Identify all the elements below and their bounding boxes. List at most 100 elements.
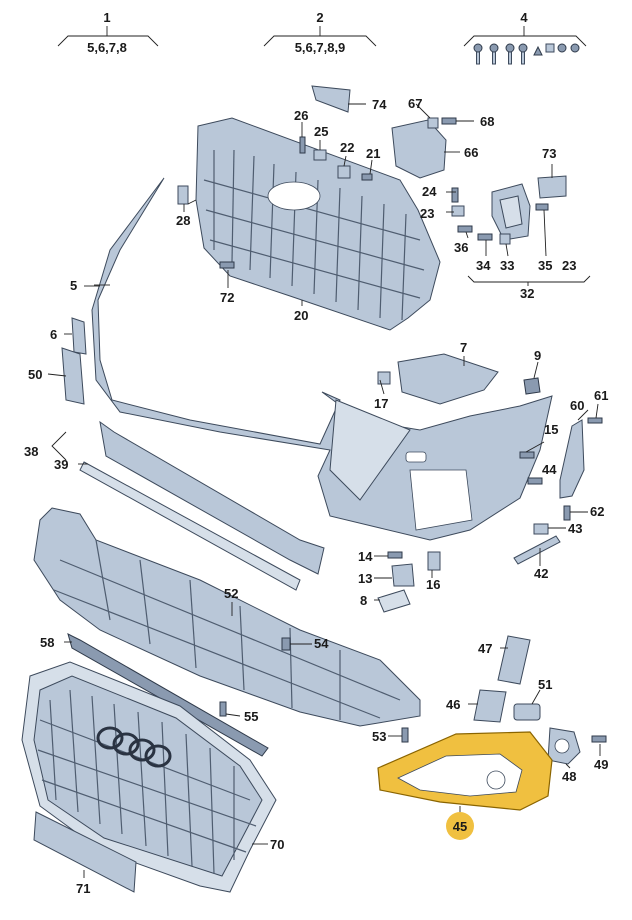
part-42-strip bbox=[513, 535, 561, 565]
part-labels: 74 67 68 66 26 25 22 21 73 24 23 36 34 3… bbox=[24, 96, 608, 896]
part-71-plate-holder bbox=[33, 811, 137, 893]
label-36: 36 bbox=[454, 240, 468, 255]
label-25: 25 bbox=[314, 124, 328, 139]
label-14: 14 bbox=[358, 549, 373, 564]
part-6-cover bbox=[71, 317, 87, 355]
part-47-trim bbox=[497, 635, 531, 685]
part-38-strip bbox=[51, 420, 325, 575]
screw-72-icon bbox=[219, 261, 235, 288]
label-42: 42 bbox=[534, 566, 548, 581]
label-68: 68 bbox=[480, 114, 494, 129]
clip-43-icon bbox=[533, 523, 549, 535]
part-45-fog-light-grille bbox=[377, 731, 553, 812]
label-72: 72 bbox=[220, 290, 234, 305]
label-55: 55 bbox=[244, 709, 258, 724]
label-43: 43 bbox=[568, 521, 582, 536]
screw-44-icon bbox=[527, 477, 543, 485]
part-39-strip bbox=[79, 461, 301, 591]
group-1: 1 5,6,7,8 bbox=[57, 10, 159, 55]
label-50: 50 bbox=[28, 367, 42, 382]
group-4: 4 bbox=[463, 10, 587, 65]
label-48: 48 bbox=[562, 769, 576, 784]
label-23-upper: 23 bbox=[420, 206, 434, 221]
label-15: 15 bbox=[544, 422, 558, 437]
label-60: 60 bbox=[570, 398, 584, 413]
label-70: 70 bbox=[270, 837, 284, 852]
label-35: 35 bbox=[538, 258, 552, 273]
group-2: 2 5,6,7,8,9 bbox=[263, 10, 377, 55]
label-28: 28 bbox=[176, 213, 190, 228]
group-2-items: 5,6,7,8,9 bbox=[295, 40, 346, 55]
part-8-cap bbox=[377, 589, 411, 613]
label-6: 6 bbox=[50, 327, 57, 342]
label-67: 67 bbox=[408, 96, 422, 111]
leader-lines bbox=[47, 103, 601, 769]
label-20: 20 bbox=[294, 308, 308, 323]
part-58-trim bbox=[67, 633, 269, 757]
screw-34-icon bbox=[477, 233, 493, 241]
label-46: 46 bbox=[446, 697, 460, 712]
label-47: 47 bbox=[478, 641, 492, 656]
fastener-set-icon bbox=[473, 43, 580, 65]
label-5: 5 bbox=[70, 278, 77, 293]
clip-28-icon bbox=[177, 185, 189, 212]
label-9: 9 bbox=[534, 348, 541, 363]
screw-14-icon bbox=[387, 551, 403, 559]
audi-rings-logo bbox=[96, 726, 172, 768]
part-5-bumper-cover bbox=[91, 177, 553, 541]
part-66-guide bbox=[391, 119, 460, 179]
fastener-24-icon bbox=[451, 187, 459, 203]
group-4-number: 4 bbox=[520, 10, 528, 25]
label-7: 7 bbox=[460, 340, 467, 355]
label-66: 66 bbox=[464, 145, 478, 160]
label-53: 53 bbox=[372, 729, 386, 744]
part-20-grille-frame bbox=[195, 117, 441, 331]
label-74: 74 bbox=[372, 97, 387, 112]
label-44: 44 bbox=[542, 462, 557, 477]
label-71: 71 bbox=[76, 881, 90, 896]
part-73-bracket bbox=[537, 164, 567, 199]
clip-25-icon bbox=[313, 140, 327, 161]
group-1-items: 5,6,7,8 bbox=[87, 40, 127, 55]
label-61: 61 bbox=[594, 388, 608, 403]
screw-54-icon bbox=[281, 637, 291, 651]
label-23-right: 23 bbox=[562, 258, 576, 273]
label-45: 45 bbox=[453, 819, 467, 834]
clip-16-icon bbox=[427, 551, 441, 571]
screw-68-icon bbox=[441, 117, 474, 125]
screw-49-icon bbox=[591, 735, 607, 743]
group-2-number: 2 bbox=[316, 10, 323, 25]
part-51-bracket bbox=[513, 703, 541, 721]
part-46-trim bbox=[473, 689, 507, 723]
label-32: 32 bbox=[520, 286, 534, 301]
label-49: 49 bbox=[594, 757, 608, 772]
label-21: 21 bbox=[366, 146, 380, 161]
group-1-number: 1 bbox=[103, 10, 110, 25]
part-50-cover bbox=[61, 347, 85, 405]
fastener-26-icon bbox=[299, 122, 306, 154]
label-16: 16 bbox=[426, 577, 440, 592]
label-54: 54 bbox=[314, 636, 329, 651]
label-33: 33 bbox=[500, 258, 514, 273]
label-24: 24 bbox=[422, 184, 437, 199]
part-13-bracket bbox=[391, 563, 415, 587]
label-17: 17 bbox=[374, 396, 388, 411]
badge-45: 45 bbox=[446, 812, 474, 840]
clip-22-icon bbox=[337, 155, 351, 179]
label-58: 58 bbox=[40, 635, 54, 650]
screw-15-icon bbox=[519, 451, 535, 459]
screw-53-icon bbox=[401, 727, 409, 743]
screw-62-icon bbox=[563, 505, 571, 521]
part-67-clip bbox=[427, 117, 439, 129]
clip-33-icon bbox=[499, 233, 511, 245]
label-22: 22 bbox=[340, 140, 354, 155]
clip-17-icon bbox=[377, 371, 391, 385]
label-34: 34 bbox=[476, 258, 491, 273]
screw-55-icon bbox=[219, 701, 227, 717]
part-60-bracket bbox=[559, 419, 585, 499]
label-62: 62 bbox=[590, 504, 604, 519]
label-52: 52 bbox=[224, 586, 238, 601]
screw-21-icon bbox=[361, 159, 373, 181]
part-48-fog-light bbox=[547, 727, 581, 765]
